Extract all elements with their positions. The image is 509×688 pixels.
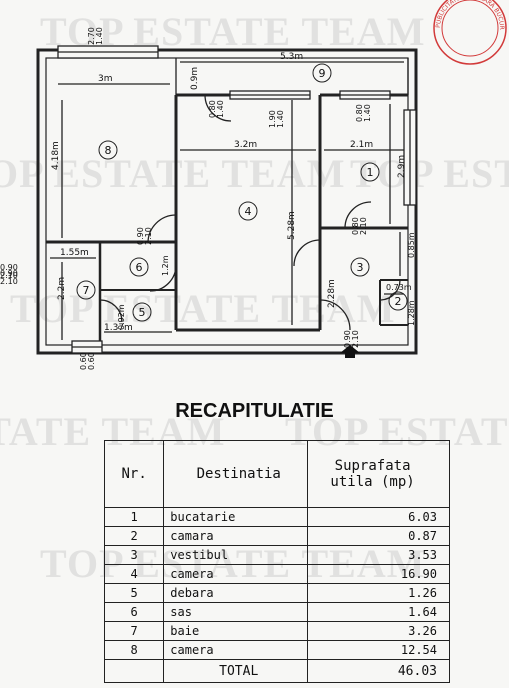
header-nr: Nr.	[103, 440, 165, 508]
room-number: 1	[367, 166, 374, 179]
row-destination: camera	[163, 640, 309, 660]
room-number: 8	[105, 144, 112, 157]
dimension-label: 1.28m	[407, 300, 416, 326]
dimension-label: 2.701.40	[87, 27, 104, 45]
row-area: 12.54	[307, 640, 450, 660]
room-number: 2	[395, 295, 402, 308]
room-number: 7	[83, 284, 90, 297]
dimension-label: 2.9m	[397, 155, 407, 178]
dimension-label: 5.28m	[287, 211, 297, 240]
row-destination: camara	[163, 526, 309, 546]
row-nr: 6	[103, 602, 165, 622]
dimension-label: 1.37m	[104, 323, 133, 333]
stamp-text: PUBLICITATE MOBILIARA BUCURESTI	[0, 0, 505, 30]
row-nr: 8	[103, 640, 165, 660]
row-area: 3.26	[307, 621, 450, 641]
row-area: 1.64	[307, 602, 450, 622]
dimension-label: 0.73m	[386, 283, 412, 292]
row-area: 3.53	[307, 545, 450, 565]
row-destination: sas	[163, 602, 309, 622]
total-value: 46.03	[307, 659, 450, 683]
dimension-label: 2.1m	[350, 140, 373, 150]
total-empty	[103, 659, 165, 683]
row-nr: 5	[103, 583, 165, 603]
floor-plan: 8 9 4 1 6 7 5 3 2 5.3m 3m 3.2m 2.1m 1.55…	[0, 0, 507, 370]
row-area: 1.26	[307, 583, 450, 603]
header-area: Suprafata utila (mp)	[307, 440, 450, 508]
dimension-label: 1.55m	[60, 248, 89, 258]
row-area: 6.03	[307, 507, 450, 527]
row-nr: 1	[103, 507, 165, 527]
dimension-label: 4.18m	[51, 141, 61, 170]
row-nr: 3	[103, 545, 165, 565]
header-area-line1: Suprafata	[334, 458, 411, 474]
row-destination: bucatarie	[163, 507, 309, 527]
dimension-label: 0.802.10	[351, 217, 368, 235]
row-area: 0.87	[307, 526, 450, 546]
row-destination: vestibul	[163, 545, 309, 565]
row-nr: 7	[103, 621, 165, 641]
dimension-label: 1.901.40	[268, 110, 285, 128]
dimension-label: 3m	[98, 74, 113, 84]
room-number: 3	[357, 261, 364, 274]
dimension-label: 2.28m	[327, 279, 337, 308]
header-destination: Destinatia	[163, 440, 309, 508]
room-number: 6	[136, 261, 143, 274]
dimension-label: 0.9m	[190, 67, 200, 90]
row-nr: 4	[103, 564, 165, 584]
dimension-label: 0.902.10	[136, 227, 153, 245]
room-number: 9	[319, 67, 326, 80]
recap-title: RECAPITULATIE	[175, 400, 334, 422]
total-label: TOTAL	[163, 659, 309, 683]
dimension-label: 0.85m	[407, 232, 416, 258]
row-area: 16.90	[307, 564, 450, 584]
row-nr: 2	[103, 526, 165, 546]
dimension-label: 1.2m	[161, 255, 170, 276]
row-destination: debara	[163, 583, 309, 603]
dimension-label: 0.801.40	[355, 104, 372, 122]
dimension-label: 3.2m	[234, 140, 257, 150]
room-number: 5	[139, 306, 146, 319]
row-destination: camera	[163, 564, 309, 584]
dimension-label: 0.600.60	[79, 352, 96, 370]
room-number: 4	[245, 205, 252, 218]
dimension-label: 0.801.40	[208, 100, 225, 118]
dimension-label: 2.2m	[57, 277, 67, 300]
dimension-label: 5.3m	[280, 52, 303, 62]
header-area-line2: utila (mp)	[330, 474, 415, 490]
row-destination: baie	[163, 621, 309, 641]
dimension-label: 0.92m	[117, 304, 126, 330]
entrance-arrow-icon	[340, 345, 360, 358]
dimension-label: 0.902.10	[343, 330, 360, 348]
